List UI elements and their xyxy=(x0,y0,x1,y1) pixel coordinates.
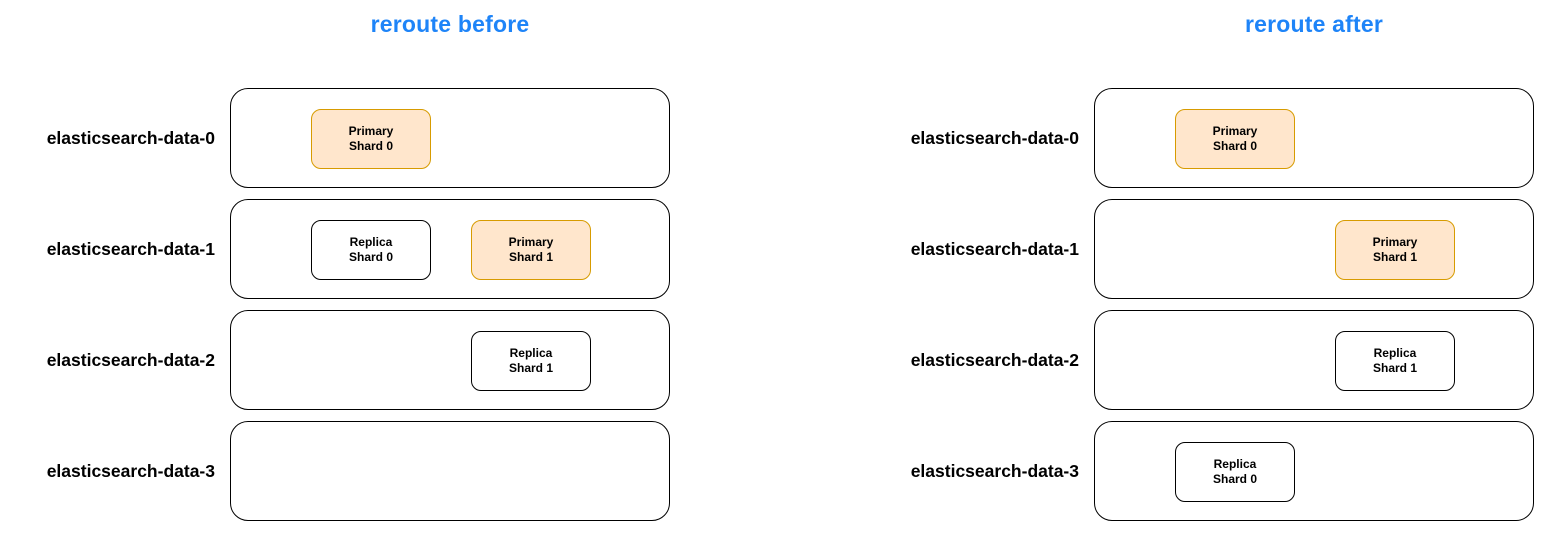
node-label: elasticsearch-data-3 xyxy=(910,460,1079,481)
node-row-before-data-0: elasticsearch-data-0 Primary Shard 0 xyxy=(0,88,675,188)
node-row-before-data-1: elasticsearch-data-1 Replica Shard 0 Pri… xyxy=(0,199,675,299)
node-label: elasticsearch-data-2 xyxy=(46,349,215,370)
node-box: Primary Shard 0 xyxy=(1094,88,1534,188)
node-row-before-data-2: elasticsearch-data-2 Replica Shard 1 xyxy=(0,310,675,410)
shard-primary-shard-0: Primary Shard 0 xyxy=(311,109,431,169)
node-label: elasticsearch-data-1 xyxy=(910,238,1079,259)
node-box: Replica Shard 0 xyxy=(1094,421,1534,521)
node-row-after-data-2: elasticsearch-data-2 Replica Shard 1 xyxy=(864,310,1539,410)
node-row-after-data-1: elasticsearch-data-1 Primary Shard 1 xyxy=(864,199,1539,299)
shard-primary-shard-1: Primary Shard 1 xyxy=(471,220,591,280)
node-label: elasticsearch-data-0 xyxy=(910,127,1079,148)
node-label: elasticsearch-data-3 xyxy=(46,460,215,481)
shard-replica-shard-1: Replica Shard 1 xyxy=(471,331,591,391)
node-box: Replica Shard 1 xyxy=(1094,310,1534,410)
node-box xyxy=(230,421,670,521)
node-box: Replica Shard 1 xyxy=(230,310,670,410)
node-box: Primary Shard 1 xyxy=(1094,199,1534,299)
shard-primary-shard-0: Primary Shard 0 xyxy=(1175,109,1295,169)
shard-replica-shard-1: Replica Shard 1 xyxy=(1335,331,1455,391)
node-label: elasticsearch-data-0 xyxy=(46,127,215,148)
node-box: Primary Shard 0 xyxy=(230,88,670,188)
shard-replica-shard-0: Replica Shard 0 xyxy=(1175,442,1295,502)
diagram-reroute-after: reroute after elasticsearch-data-0 Prima… xyxy=(864,0,1539,533)
diagram-reroute-before: reroute before elasticsearch-data-0 Prim… xyxy=(0,0,675,533)
shard-primary-shard-1: Primary Shard 1 xyxy=(1335,220,1455,280)
shard-replica-shard-0: Replica Shard 0 xyxy=(311,220,431,280)
diagram-title-after: reroute after xyxy=(1244,11,1384,37)
node-row-after-data-3: elasticsearch-data-3 Replica Shard 0 xyxy=(864,421,1539,521)
node-box: Replica Shard 0 Primary Shard 1 xyxy=(230,199,670,299)
diagram-title-before: reroute before xyxy=(370,11,530,37)
node-label: elasticsearch-data-2 xyxy=(910,349,1079,370)
node-label: elasticsearch-data-1 xyxy=(46,238,215,259)
node-row-before-data-3: elasticsearch-data-3 xyxy=(0,421,675,521)
node-row-after-data-0: elasticsearch-data-0 Primary Shard 0 xyxy=(864,88,1539,188)
